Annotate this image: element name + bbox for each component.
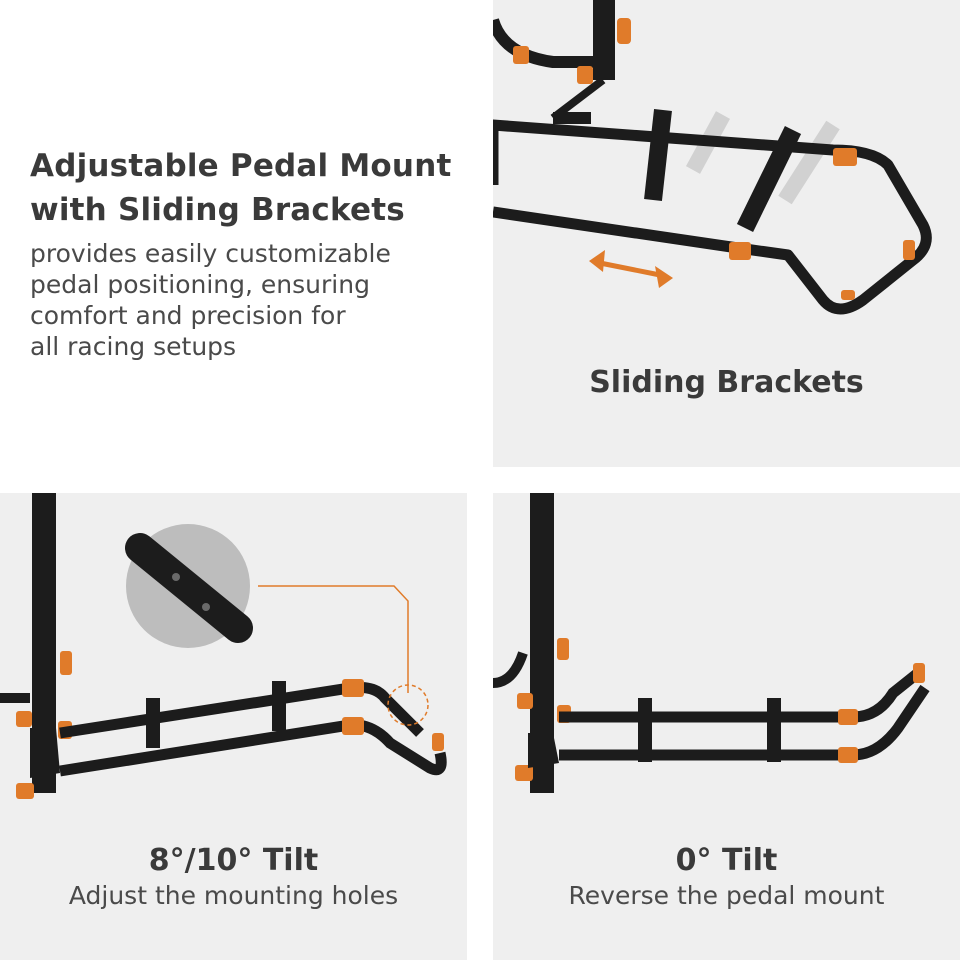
description: provides easily customizable pedal posit… — [30, 238, 480, 362]
tilt-illustration — [0, 493, 447, 799]
flat-illustration — [493, 493, 930, 793]
headline-line-2: with Sliding Brackets — [30, 192, 405, 228]
double-arrow-icon — [589, 250, 673, 288]
sliding-brackets-title: Sliding Brackets — [589, 365, 864, 400]
intro-block: Adjustable Pedal Mount with Sliding Brac… — [30, 144, 480, 362]
tilt-subtitle: Adjust the mounting holes — [68, 881, 399, 910]
description-line-1: provides easily customizable — [30, 239, 391, 268]
description-line-4: all racing setups — [30, 332, 237, 361]
description-line-3: comfort and precision for — [30, 301, 346, 330]
tilt-panel: 8°/10° Tilt Adjust the mounting holes — [0, 493, 467, 960]
headline: Adjustable Pedal Mount with Sliding Brac… — [30, 144, 480, 232]
sliding-brackets-illustration — [493, 0, 932, 315]
sliding-brackets-panel: Sliding Brackets — [493, 0, 960, 467]
tilt-title: 8°/10° Tilt — [148, 843, 319, 878]
flat-title: 0° Tilt — [675, 843, 778, 878]
headline-line-1: Adjustable Pedal Mount — [30, 148, 452, 184]
description-line-2: pedal positioning, ensuring — [30, 270, 370, 299]
tube-hole-zoom-icon — [125, 524, 429, 726]
flat-panel: 0° Tilt Reverse the pedal mount — [493, 493, 960, 960]
flat-subtitle: Reverse the pedal mount — [568, 881, 885, 910]
